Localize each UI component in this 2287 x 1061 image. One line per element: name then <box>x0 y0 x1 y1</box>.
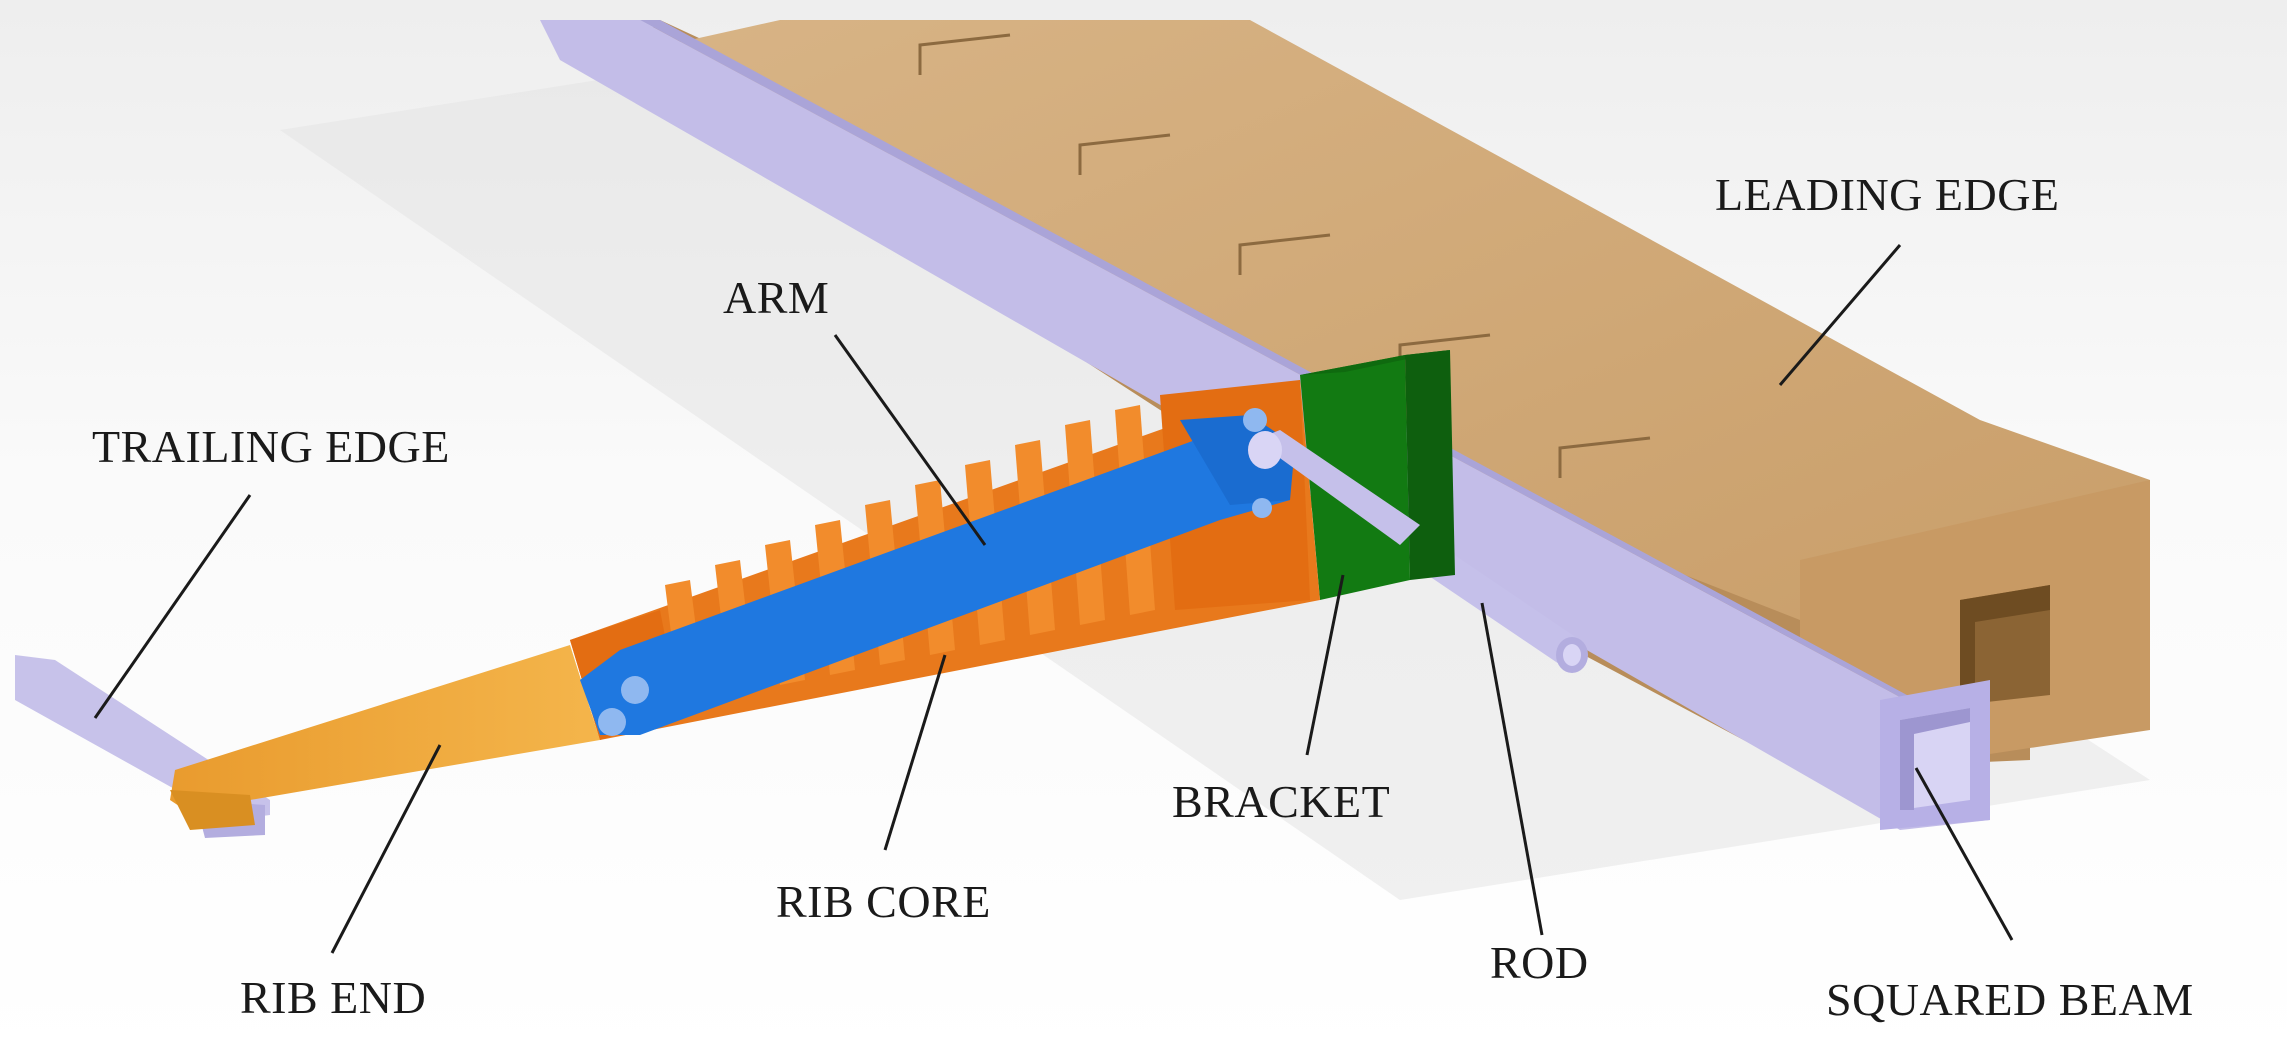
leader-leading-edge <box>1778 244 1902 386</box>
rod-front-part <box>1248 430 1420 545</box>
label-leading-edge: LEADING EDGE <box>1715 169 2060 220</box>
label-rib-end: RIB END <box>240 972 426 1023</box>
leader-squared-beam <box>1914 767 2014 941</box>
label-trailing-edge: TRAILING EDGE <box>92 421 450 472</box>
label-arm: ARM <box>723 272 829 323</box>
leader-bracket <box>1305 574 1345 756</box>
label-rib-core: RIB CORE <box>776 876 991 927</box>
leader-rod <box>1480 602 1544 936</box>
label-bracket: BRACKET <box>1172 776 1390 827</box>
rib-end-part <box>170 645 600 830</box>
leader-rib-end <box>330 744 442 954</box>
label-rod: ROD <box>1490 937 1589 988</box>
leader-rib-core <box>883 654 947 851</box>
bracket-part <box>1300 350 1455 600</box>
leader-trailing-edge <box>93 494 252 719</box>
leader-arm <box>833 334 987 546</box>
label-squared-beam: SQUARED BEAM <box>1826 974 2194 1025</box>
